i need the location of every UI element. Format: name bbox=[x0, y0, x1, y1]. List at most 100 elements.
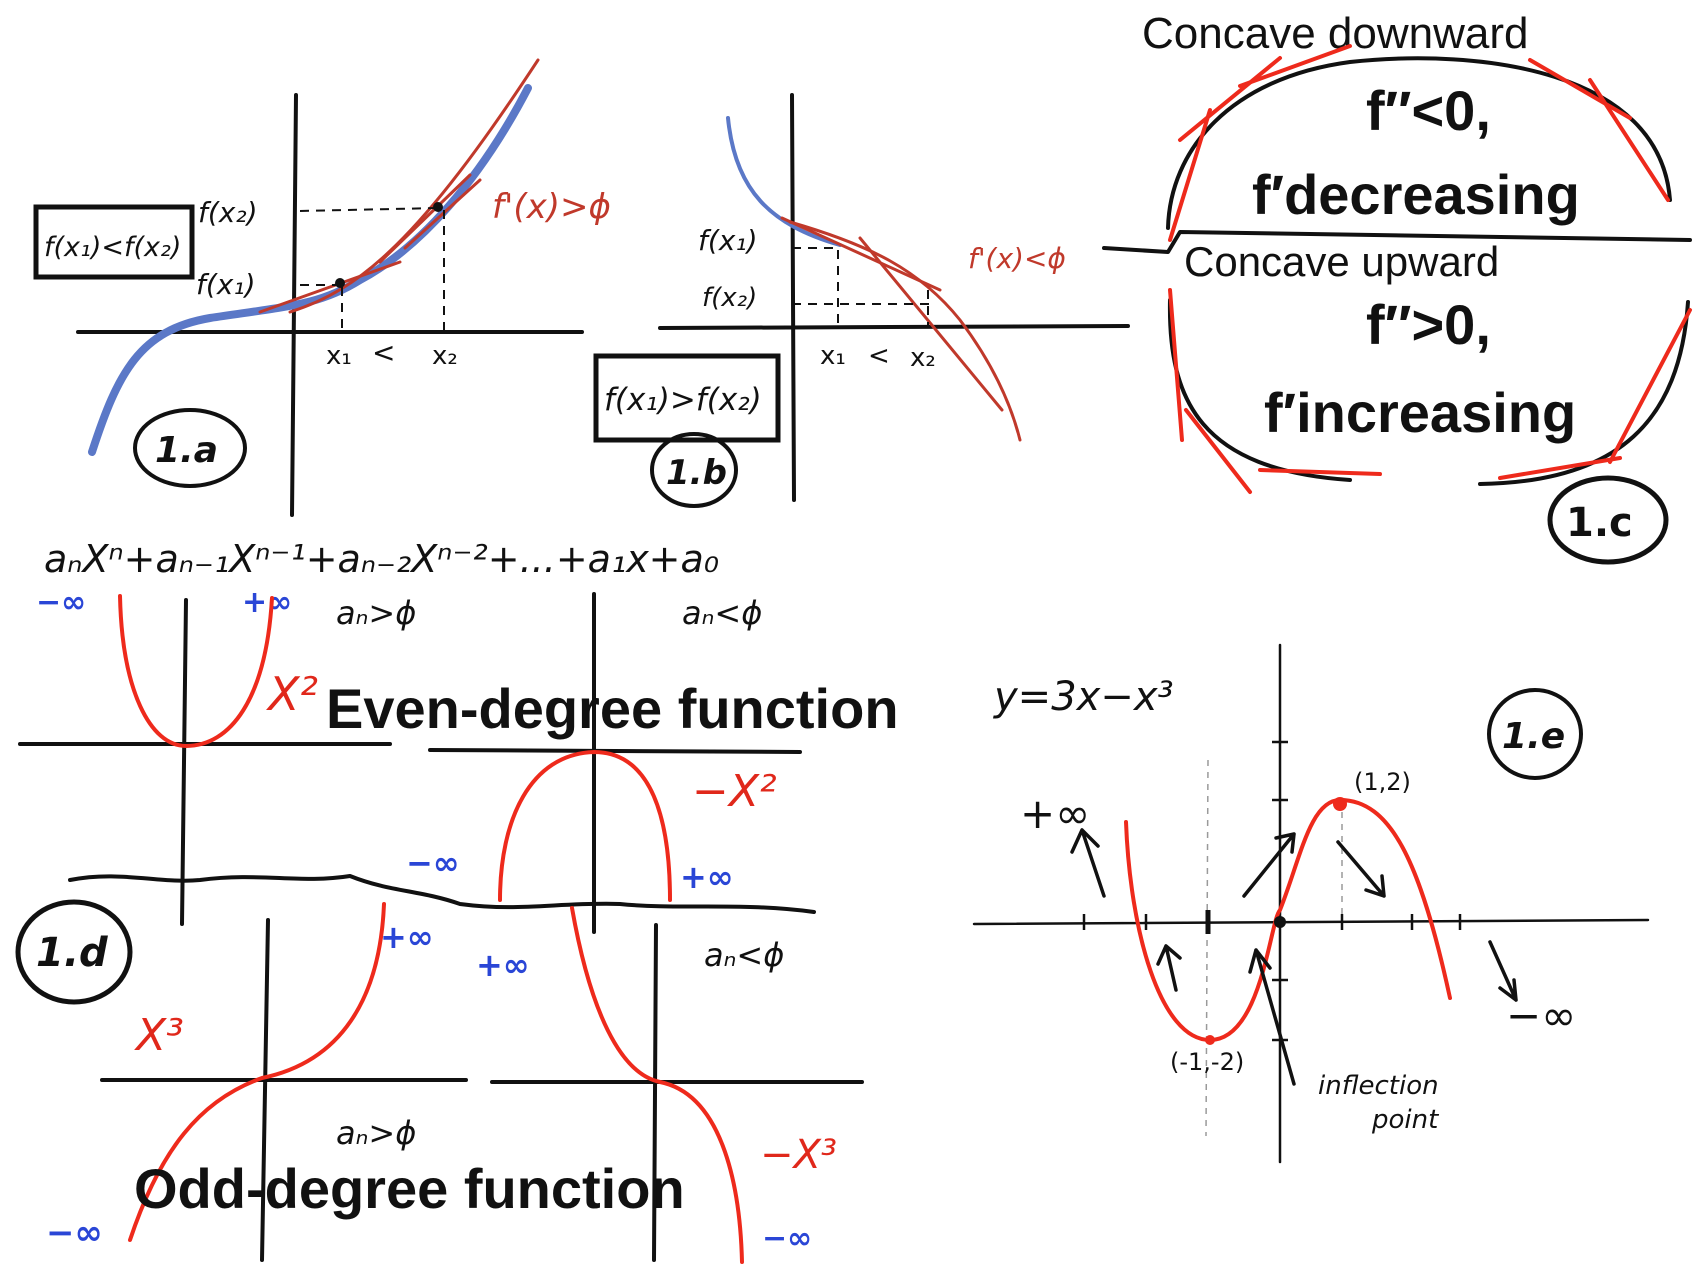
tangent-line bbox=[1528, 58, 1632, 120]
inflection-label-line1: inflection bbox=[1318, 1071, 1439, 1101]
panel-1d: aₙXⁿ+aₙ₋₁Xⁿ⁻¹+aₙ₋₂Xⁿ⁻²+...+a₁x+a₀ −∞ +∞ … bbox=[15, 537, 899, 1264]
tangent-line bbox=[1184, 408, 1252, 494]
x1-label: x₁ bbox=[820, 341, 846, 371]
neg-inf-label: −∞ bbox=[406, 844, 459, 882]
badge-1a: 1.a bbox=[155, 430, 218, 471]
guide-line bbox=[1205, 759, 1209, 1137]
inflection-label-line2: point bbox=[1371, 1105, 1439, 1135]
badge-1c: 1.c bbox=[1566, 500, 1633, 546]
neg-x2-label: −X² bbox=[692, 766, 777, 817]
cubic-down bbox=[570, 906, 744, 1264]
x2-label: x₂ bbox=[910, 343, 936, 373]
f-x1-label: f(x₁) bbox=[698, 224, 758, 257]
increasing-curve bbox=[88, 84, 532, 456]
pos-inf-label: +∞ bbox=[680, 858, 733, 896]
f-x1-label: f(x₁) bbox=[196, 268, 256, 301]
pos-inf-label: +∞ bbox=[476, 946, 529, 984]
panel-1b: f(x₁) f(x₂) f'(x)<ϕ x₁ < x₂ f(x₁)>f(x₂) … bbox=[593, 93, 1130, 508]
neg-inf-label: −∞ bbox=[1506, 991, 1576, 1040]
tangent-curve bbox=[288, 58, 540, 314]
divider-line bbox=[1102, 230, 1692, 254]
badge-circle bbox=[1487, 688, 1583, 780]
max-point-label: (1,2) bbox=[1354, 768, 1411, 796]
concave-down-line1: f″<0, bbox=[1366, 79, 1491, 142]
guide-line bbox=[299, 207, 439, 212]
comparison-box bbox=[33, 204, 195, 280]
x1-label: x₁ bbox=[326, 341, 352, 371]
tangent-line bbox=[1608, 308, 1692, 464]
badge-circle bbox=[15, 899, 133, 1005]
tangent-line bbox=[780, 216, 942, 292]
min-point bbox=[1205, 1035, 1215, 1045]
y-axis bbox=[260, 918, 270, 1262]
badge-1b: 1.b bbox=[666, 453, 727, 493]
an-negative-label: aₙ<ϕ bbox=[682, 594, 762, 632]
x3-label: X³ bbox=[134, 1010, 184, 1061]
min-point-label: (-1,-2) bbox=[1170, 1048, 1244, 1076]
tangent-line bbox=[1168, 108, 1212, 242]
tick-marks bbox=[1082, 740, 1462, 1042]
concave-up-line1: f″>0, bbox=[1366, 293, 1491, 356]
an-positive-label: aₙ>ϕ bbox=[336, 1114, 416, 1152]
y-axis bbox=[652, 923, 658, 1262]
neg-inf-label: −∞ bbox=[46, 1213, 103, 1253]
cubic-curve bbox=[1124, 798, 1452, 1042]
derivative-label: f'(x)>ϕ bbox=[492, 187, 611, 227]
tangent-line bbox=[378, 173, 472, 264]
pos-inf-label: +∞ bbox=[380, 918, 433, 956]
tangent-line bbox=[1178, 56, 1282, 142]
badge-1d: 1.d bbox=[36, 930, 108, 976]
pos-inf-label: +∞ bbox=[1020, 789, 1090, 838]
concave-down-line2: f′decreasing bbox=[1252, 163, 1580, 226]
parabola-up bbox=[118, 594, 274, 748]
derivative-label: f'(x)<ϕ bbox=[968, 242, 1066, 275]
inflection-point-marker bbox=[1274, 916, 1286, 928]
x-axis bbox=[428, 748, 802, 754]
comparison-box bbox=[593, 353, 781, 443]
max-point bbox=[1333, 797, 1347, 811]
even-degree-title: Even-degree function bbox=[326, 677, 899, 740]
lt-label: < bbox=[372, 336, 395, 369]
point-x2 bbox=[433, 202, 443, 212]
cubic-up bbox=[128, 902, 386, 1242]
tangent-line bbox=[1258, 468, 1382, 476]
neg-x3-label: −X³ bbox=[760, 1132, 837, 1178]
badge-circle bbox=[133, 408, 247, 488]
tangent-line bbox=[403, 178, 482, 250]
tangent-line bbox=[1588, 78, 1670, 202]
lt-label: < bbox=[868, 341, 890, 371]
decreasing-curve bbox=[788, 220, 1022, 442]
comparison-label: f(x₁)>f(x₂) bbox=[604, 382, 762, 418]
comparison-label: f(x₁)<f(x₂) bbox=[44, 232, 181, 263]
badge-circle bbox=[1547, 475, 1669, 565]
tangent-line bbox=[1498, 456, 1622, 480]
an-negative-label: aₙ<ϕ bbox=[704, 936, 784, 974]
panel-1c: Concave downward f″<0, f′decreasing Conc… bbox=[1102, 9, 1692, 565]
x-axis bbox=[972, 918, 1650, 926]
decreasing-curve-upper bbox=[726, 116, 842, 247]
x2-label: x₂ bbox=[432, 341, 458, 371]
y-axis bbox=[790, 93, 796, 502]
odd-degree-title: Odd-degree function bbox=[134, 1157, 685, 1220]
tangent-line bbox=[1168, 288, 1184, 442]
tangent-line bbox=[1238, 44, 1352, 88]
concave-up-line2: f′increasing bbox=[1264, 381, 1576, 444]
concave-up-title: Concave upward bbox=[1184, 238, 1499, 285]
an-positive-label: aₙ>ϕ bbox=[336, 594, 416, 632]
badge-circle bbox=[650, 432, 738, 508]
equation-label: y=3x−x³ bbox=[993, 674, 1174, 720]
tangent-line bbox=[858, 236, 1004, 412]
point-x1 bbox=[335, 278, 345, 288]
neg-inf-label: −∞ bbox=[762, 1221, 812, 1256]
arrows bbox=[1070, 828, 1518, 1086]
x-axis bbox=[658, 324, 1130, 330]
panel-1e: y=3x−x³ 1.e (1,2) (-1,-2) +∞ −∞ inflecti… bbox=[972, 643, 1650, 1164]
parabola-down bbox=[498, 750, 672, 902]
f-x2-label: f(x₂) bbox=[198, 196, 258, 229]
badge-1e: 1.e bbox=[1502, 716, 1565, 757]
f-x2-label: f(x₂) bbox=[702, 283, 757, 313]
neg-inf-label: −∞ bbox=[36, 585, 86, 620]
tangent-line bbox=[258, 260, 402, 314]
y-axis bbox=[180, 598, 188, 926]
